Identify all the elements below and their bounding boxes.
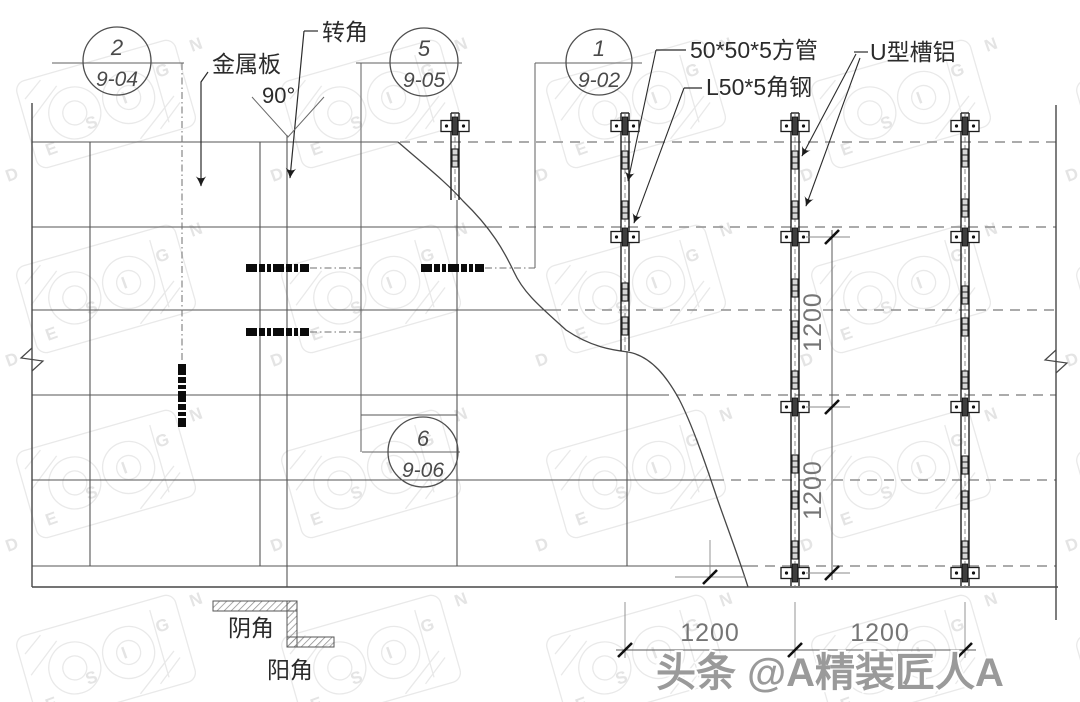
angle-90-mark bbox=[251, 96, 325, 138]
square-tube-leader bbox=[625, 49, 657, 182]
callout-6-9-06: 6 9-06 bbox=[387, 416, 459, 488]
metal-panel-leader bbox=[195, 71, 209, 187]
u-channel-label: U型槽铝 bbox=[870, 39, 956, 65]
annotations: 金属板 转角 90° 50*50*5方管 L50*5角钢 U型槽铝 bbox=[195, 19, 956, 224]
dim-vertical-1: 1200 bbox=[799, 292, 827, 352]
brand-watermark: 头条 @A精装匠人A bbox=[656, 651, 1004, 695]
callout-number: 1 bbox=[593, 36, 605, 61]
callout-number: 5 bbox=[418, 36, 431, 61]
callout-2-9-04: 2 9-04 bbox=[82, 26, 152, 96]
callout-5-9-05: 5 9-05 bbox=[389, 27, 459, 97]
panel-grid bbox=[32, 135, 748, 587]
callout-sheet: 9-02 bbox=[578, 69, 620, 92]
dim-horizontal-2: 1200 bbox=[850, 619, 910, 647]
callout-1-9-02: 1 9-02 bbox=[565, 28, 633, 96]
break-curve bbox=[397, 141, 749, 588]
step-top-bar bbox=[212, 600, 298, 612]
dim-horizontal-1: 1200 bbox=[680, 619, 740, 647]
callout-sheet: 9-06 bbox=[402, 459, 444, 482]
inner-corner-label: 阴角 bbox=[228, 615, 274, 641]
step-bottom-bar bbox=[286, 636, 335, 648]
corner-leader bbox=[285, 30, 305, 179]
concealed-seam-bars bbox=[178, 264, 484, 427]
corner-label: 转角 bbox=[322, 19, 368, 45]
drawing-boundary bbox=[31, 103, 1058, 620]
hidden-joint-lines bbox=[400, 141, 1056, 567]
callout-number: 6 bbox=[417, 426, 430, 451]
mullions bbox=[440, 112, 980, 586]
vertical-dimension: 1200 1200 bbox=[799, 229, 850, 581]
right-break-icon bbox=[1043, 349, 1069, 374]
square-tube-label: 50*50*5方管 bbox=[690, 37, 818, 63]
u-channel-leader-2 bbox=[804, 57, 861, 207]
callout-leader-lines bbox=[52, 62, 642, 453]
left-break-icon bbox=[19, 347, 45, 372]
dim-vertical-2: 1200 bbox=[799, 460, 827, 520]
callout-sheet: 9-04 bbox=[96, 68, 138, 91]
outer-corner-label: 阳角 bbox=[267, 657, 313, 683]
angle-steel-leader bbox=[632, 87, 685, 224]
angle-steel-label: L50*5角钢 bbox=[706, 74, 812, 100]
angle-90-label: 90° bbox=[262, 83, 295, 108]
callout-sheet: 9-05 bbox=[403, 69, 445, 92]
corner-key-detail: 阴角 阳角 bbox=[212, 600, 335, 683]
u-channel-leader-1 bbox=[801, 53, 857, 157]
horizontal-dimension: 1200 1200 bbox=[616, 540, 976, 658]
metal-panel-label: 金属板 bbox=[212, 51, 281, 77]
callout-number: 2 bbox=[110, 35, 123, 60]
